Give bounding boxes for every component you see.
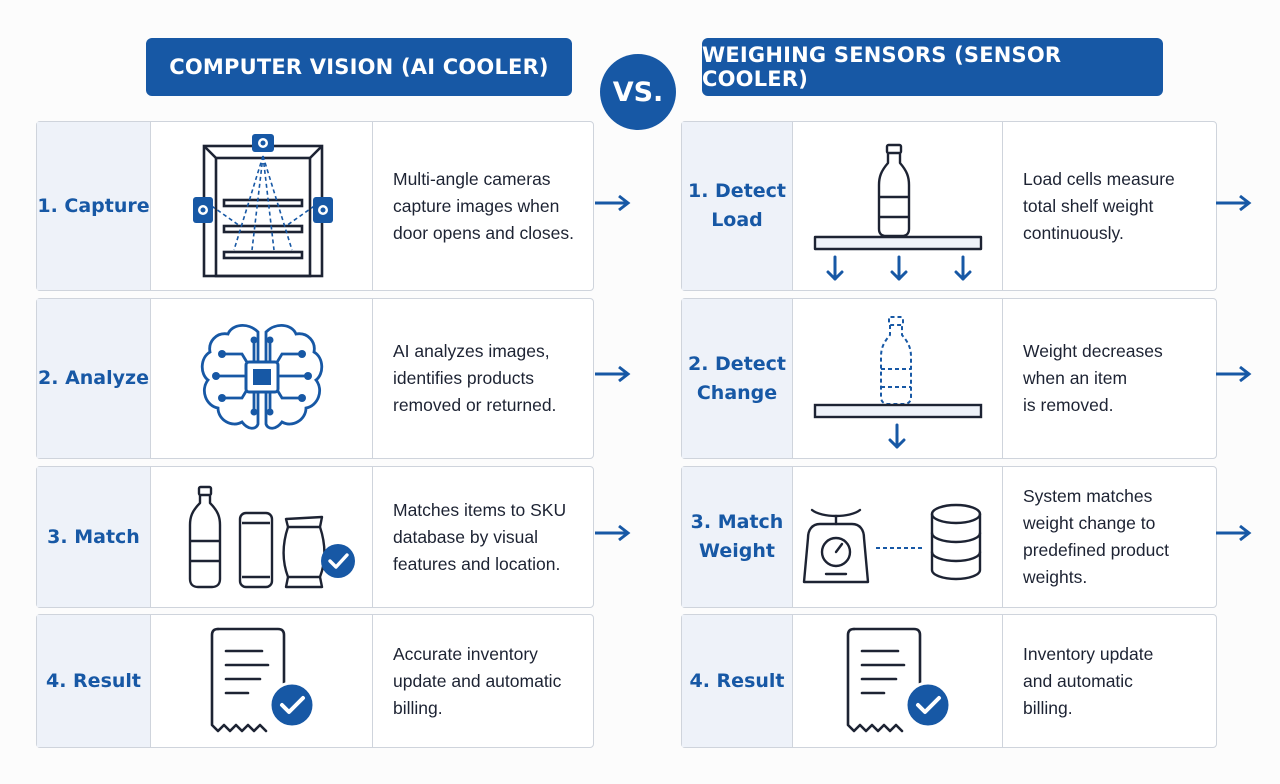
step-description: Matches items to SKU database by visual … bbox=[393, 499, 567, 574]
flow-arrow-icon bbox=[595, 194, 631, 212]
step-label: 1. Detect Load bbox=[682, 122, 793, 290]
step-label: 3. Match bbox=[37, 467, 151, 607]
step-description: Load cells measure total shelf weight co… bbox=[1023, 168, 1175, 243]
flow-arrow-icon bbox=[1216, 365, 1252, 383]
receipt-check-icon bbox=[151, 615, 373, 747]
step-description: System matches weight change to predefin… bbox=[1023, 486, 1169, 587]
step-label: 2. Analyze bbox=[37, 299, 151, 458]
step-label: 2. Detect Change bbox=[682, 299, 793, 458]
cv-step-result: 4. Result Accurate inventory update and … bbox=[36, 614, 594, 748]
removed-bottle-shelf-icon bbox=[793, 299, 1003, 458]
products-check-icon bbox=[151, 467, 373, 607]
flow-arrow-icon bbox=[595, 524, 631, 542]
weighing-sensors-header: WEIGHING SENSORS (SENSOR COOLER) bbox=[702, 38, 1163, 96]
cv-step-capture: 1. Capture bbox=[36, 121, 594, 291]
step-description: Weight decreases when an item is removed… bbox=[1023, 341, 1163, 415]
ws-step-detect-change: 2. Detect Change Weight decreases when a… bbox=[681, 298, 1217, 459]
step-description: Multi-angle cameras capture images when … bbox=[393, 168, 574, 243]
cooler-cameras-icon bbox=[151, 122, 373, 290]
ws-step-result: 4. Result Inventory update and automatic… bbox=[681, 614, 1217, 748]
cv-step-match: 3. Match Matches items to SKU database b… bbox=[36, 466, 594, 608]
ai-brain-chip-icon bbox=[151, 299, 373, 458]
cv-step-analyze: 2. Analyze bbox=[36, 298, 594, 459]
step-description: AI analyzes images, identifies products … bbox=[393, 341, 557, 415]
flow-arrow-icon bbox=[595, 365, 631, 383]
step-label: 1. Capture bbox=[37, 122, 151, 290]
vs-badge: VS. bbox=[600, 54, 676, 130]
flow-arrow-icon bbox=[1216, 194, 1252, 212]
computer-vision-header: COMPUTER VISION (AI COOLER) bbox=[146, 38, 572, 96]
flow-arrow-icon bbox=[1216, 524, 1252, 542]
scale-database-icon bbox=[793, 467, 1003, 607]
step-description: Inventory update and automatic billing. bbox=[1023, 643, 1154, 718]
step-description: Accurate inventory update and automatic … bbox=[393, 643, 562, 718]
ws-step-match-weight: 3. Match Weight System matches weight ch… bbox=[681, 466, 1217, 608]
receipt-check-icon bbox=[793, 615, 1003, 747]
step-label: 3. Match Weight bbox=[682, 467, 793, 607]
bottle-on-shelf-load-icon bbox=[793, 122, 1003, 290]
step-label: 4. Result bbox=[37, 615, 151, 747]
ws-step-detect-load: 1. Detect Load Load cells measure total … bbox=[681, 121, 1217, 291]
step-label: 4. Result bbox=[682, 615, 793, 747]
